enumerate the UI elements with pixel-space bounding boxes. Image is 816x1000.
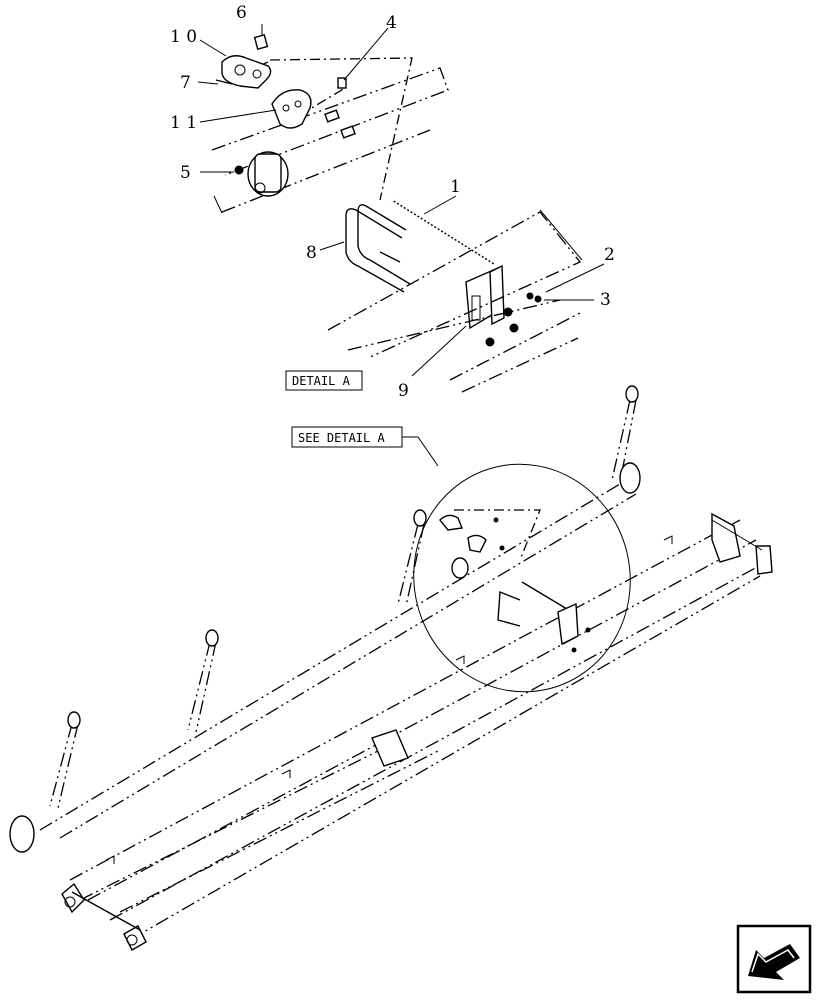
callout-3: 3 [600,290,611,310]
right-flange-disc [619,462,641,494]
left-flange-disc [9,815,35,853]
detail-a-label-box [285,370,363,391]
tension-spring [390,197,496,267]
spring-bracket [465,264,505,330]
callout-8: 8 [306,243,317,263]
callout-5: 5 [180,163,191,183]
callout-6: 6 [236,3,247,23]
detail-a-view: 1 2 3 4 5 6 7 8 9 1 0 1 1 DETAIL A [170,3,615,401]
callout-11: 1 1 [170,113,197,133]
callout-4: 4 [386,13,397,33]
callout-10: 1 0 [170,27,197,47]
pivot-bracket [221,55,272,89]
support-posts [49,385,639,809]
callout-7: 7 [180,73,191,93]
u-bolt [345,204,411,293]
detail-a-callout-circle [413,463,631,693]
flange-hub [247,151,289,197]
mount-plate [271,89,312,129]
right-end-frame [711,512,773,575]
callout-2: 2 [604,245,615,265]
detail-a-label: DETAIL A [292,374,351,388]
left-end-frame [61,882,147,951]
next-page-arrow-icon[interactable] [736,924,812,994]
see-detail-a-label: SEE DETAIL A [298,431,385,445]
callout-9: 9 [398,381,409,401]
bolt-6 [253,34,269,50]
callout-1: 1 [450,177,461,197]
detail-miniature [439,509,591,653]
main-assembly-view: SEE DETAIL A [9,385,773,951]
